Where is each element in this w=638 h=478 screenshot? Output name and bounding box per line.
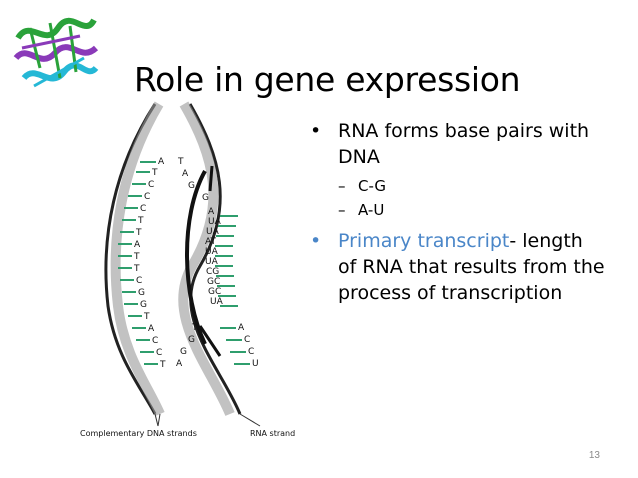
svg-text:C: C	[156, 348, 162, 358]
page-number: 13	[588, 450, 600, 461]
svg-text:A: A	[208, 207, 215, 217]
label-rna-strand: RNA strand	[250, 429, 295, 438]
svg-text:UA: UA	[205, 247, 219, 257]
svg-text:AT: AT	[205, 237, 216, 247]
svg-text:C: C	[152, 336, 158, 346]
svg-text:CG: CG	[206, 267, 219, 277]
term-primary-transcript: Primary transcript	[338, 230, 510, 252]
svg-text:T: T	[159, 360, 166, 370]
svg-text:GC: GC	[208, 287, 221, 297]
svg-text:A: A	[238, 323, 245, 333]
svg-text:G: G	[138, 288, 145, 298]
svg-text:A: A	[148, 324, 155, 334]
svg-text:GC: GC	[207, 277, 220, 287]
svg-text:C: C	[140, 204, 146, 214]
svg-text:T: T	[133, 264, 140, 274]
bullet-dot: •	[310, 120, 322, 142]
svg-text:C: C	[244, 335, 250, 345]
svg-text:C: C	[148, 180, 154, 190]
svg-text:U: U	[252, 359, 259, 369]
svg-text:T: T	[191, 323, 198, 333]
bullet-primary-transcript: • Primary transcript- length of RNA that…	[310, 230, 605, 304]
svg-text:T: T	[151, 168, 158, 178]
svg-text:C: C	[248, 347, 254, 357]
svg-text:T: T	[143, 312, 150, 322]
page-title: Role in gene expression	[134, 60, 521, 100]
dna-letter: A	[158, 157, 165, 167]
sub-bullet-au: –A-U	[338, 201, 385, 219]
sub-bullets: –C-G –A-U	[306, 174, 606, 222]
svg-text:G: G	[188, 335, 195, 345]
label-complementary-dna: Complementary DNA strands	[80, 429, 197, 438]
svg-text:G: G	[180, 347, 187, 357]
sub-bullet-cg: –C-G	[338, 177, 387, 195]
svg-text:UA: UA	[210, 297, 224, 307]
svg-text:T: T	[133, 252, 140, 262]
svg-text:T: T	[177, 157, 184, 167]
svg-text:C: C	[144, 192, 150, 202]
svg-text:A: A	[182, 169, 189, 179]
svg-text:UA: UA	[205, 257, 219, 267]
protein-ribbon-logo-icon	[13, 17, 99, 88]
svg-text:T: T	[135, 228, 142, 238]
bullet-dot: •	[310, 230, 322, 252]
svg-text:UA: UA	[208, 217, 222, 227]
svg-text:C: C	[136, 276, 142, 286]
svg-text:G: G	[202, 193, 209, 203]
svg-text:T: T	[137, 216, 144, 226]
svg-text:G: G	[188, 181, 195, 191]
svg-text:A: A	[176, 359, 183, 369]
svg-text:UA: UA	[206, 227, 220, 237]
svg-text:A: A	[134, 240, 141, 250]
bullet-rna-pairs: • RNA forms base pairs with DNA	[310, 120, 590, 168]
bullet-content: • RNA forms base pairs with DNA –C-G –A-…	[306, 118, 606, 310]
svg-text:G: G	[140, 300, 147, 310]
